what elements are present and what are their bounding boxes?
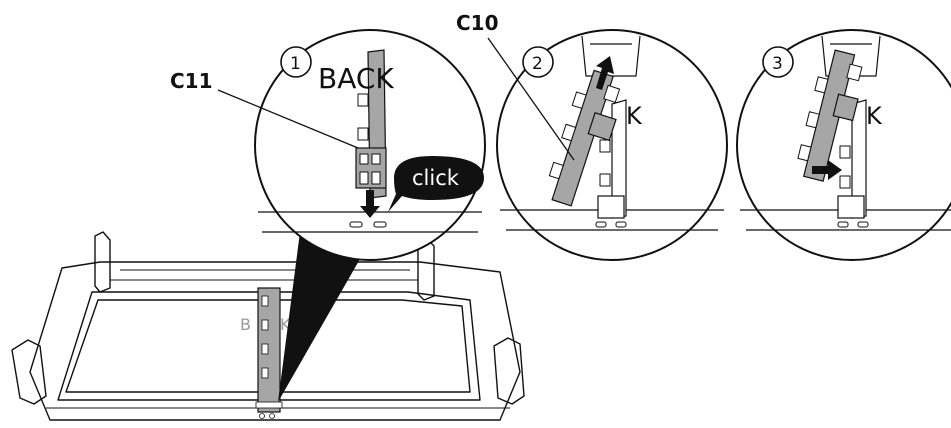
frame-back-label-right: K — [280, 315, 291, 334]
step-3-badge — [762, 46, 794, 78]
step-1-back-label: BACK — [318, 62, 394, 95]
step-2-number: 2 — [532, 54, 543, 74]
step-2-fixed-post — [597, 99, 627, 219]
step-3-circle — [736, 29, 951, 261]
callout-c11-leader — [217, 89, 359, 149]
step-3-back-label: K — [866, 102, 883, 130]
frame-post-back-left — [94, 231, 111, 293]
step-2-bracket — [548, 69, 621, 207]
callout-c11: C11 — [170, 69, 213, 93]
callout-c10: C10 — [456, 11, 499, 35]
step-2-badge — [522, 46, 554, 78]
frame-inner-lip — [65, 299, 471, 393]
frame-back-label-left: B — [240, 315, 251, 334]
step-3-bracket — [797, 49, 863, 182]
frame-inner-opening — [57, 291, 481, 401]
step-1-badge — [280, 46, 312, 78]
zoom-pointer — [278, 232, 372, 402]
frame-post-front-right — [493, 337, 525, 405]
step-1-down-arrow — [360, 190, 380, 218]
step-1-detail: click 1 BACK — [254, 29, 486, 261]
frame-outer-rail — [29, 261, 521, 421]
step-3-detail: K 3 — [736, 29, 951, 261]
step-3-right-arrow — [812, 160, 842, 180]
step-1-number: 1 — [290, 54, 301, 74]
step-3-number: 3 — [772, 54, 783, 74]
bed-frame — [11, 231, 525, 421]
step-1-bracket — [355, 49, 387, 199]
step-2-back-label: K — [626, 102, 643, 130]
step-2-detail: K 2 — [496, 29, 728, 261]
frame-back-rail-detail — [110, 269, 418, 281]
step-2-up-arrow — [596, 56, 614, 90]
callout-c10-leader — [487, 37, 575, 161]
frame-post-front-left — [11, 339, 47, 405]
step-3-fixed-post — [837, 99, 867, 219]
step-1-click-bubble — [388, 156, 484, 212]
frame-center-support — [255, 287, 283, 419]
step-1-click-text: click — [412, 166, 460, 190]
